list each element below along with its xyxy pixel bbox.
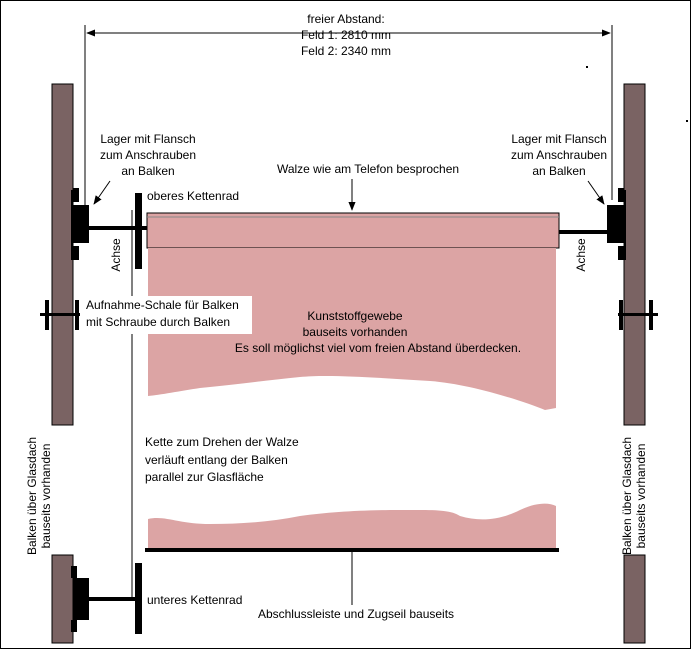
fabric-lower: [148, 503, 556, 549]
upper-sprocket-label: oberes Kettenrad: [147, 189, 239, 203]
stray-dot: [686, 120, 688, 122]
chain-label-line3: parallel zur Glasfläche: [145, 470, 264, 484]
axle-left-shaft: [89, 226, 147, 230]
bracket-left: [40, 300, 80, 330]
roller: [146, 212, 560, 249]
bearing-left: [71, 188, 89, 260]
bracket-label-box: [82, 296, 252, 334]
bearing-right-line3: an Balken: [532, 164, 585, 178]
lower-axle-shaft: [89, 597, 137, 601]
beam-left-label-line2: bauseits vorhanden: [39, 444, 53, 549]
bracket-label-line1: Aufnahme-Schale für Balken: [86, 298, 239, 312]
beam-left-lower: [51, 554, 74, 644]
bearing-right: [607, 188, 626, 260]
fabric-upper: [148, 248, 556, 410]
bearing-left-leader: [93, 180, 111, 205]
upper-sprocket: [135, 193, 142, 269]
beam-right-lower: [623, 554, 646, 644]
fabric-label-line3: Es soll möglichst viel vom freien Abstan…: [235, 341, 521, 355]
end-bar-label: Abschlussleiste und Zugseil bauseits: [258, 607, 454, 621]
chain-label-line2: verläuft entlang der Balken: [145, 453, 288, 467]
beam-right-label-line2: bauseits vorhanden: [634, 444, 648, 549]
chain-label-line1: Kette zum Drehen der Walze: [145, 435, 299, 449]
roller-label: Walze wie am Telefon besprochen: [277, 162, 459, 176]
dimension-line2: Feld 1: 2810 mm: [301, 28, 391, 42]
lower-sprocket-label: unteres Kettenrad: [147, 593, 242, 607]
fabric-label-line1: Kunststoffgewebe: [307, 309, 403, 323]
bracket-label-line2: mit Schraube durch Balken: [86, 315, 230, 329]
bearing-right-line1: Lager mit Flansch: [511, 132, 606, 146]
axle-right-shaft: [558, 230, 607, 234]
bearing-left-lower: [71, 566, 89, 632]
bracket-right: [618, 300, 658, 330]
beam-left-label-line1: Balken über Glasdach: [25, 437, 39, 555]
axle-left-label: Achse: [109, 238, 123, 272]
lower-sprocket: [135, 563, 142, 634]
fabric-label-line2: bauseits vorhanden: [303, 325, 408, 339]
end-bar: [145, 548, 559, 552]
dimension-line3: Feld 2: 2340 mm: [301, 44, 391, 58]
beam-left-upper: [51, 83, 74, 426]
bearing-right-leader: [587, 180, 605, 205]
dimension-line1: freier Abstand:: [307, 12, 384, 26]
beam-right-label-line1: Balken über Glasdach: [620, 437, 634, 555]
axle-right-label: Achse: [574, 238, 588, 272]
bearing-left-line3: an Balken: [121, 164, 174, 178]
stray-dot: [586, 66, 588, 68]
beam-right-upper: [623, 83, 646, 426]
bearing-left-line1: Lager mit Flansch: [100, 132, 195, 146]
bearing-right-line2: zum Anschrauben: [511, 148, 607, 162]
bearing-left-line2: zum Anschrauben: [100, 148, 196, 162]
